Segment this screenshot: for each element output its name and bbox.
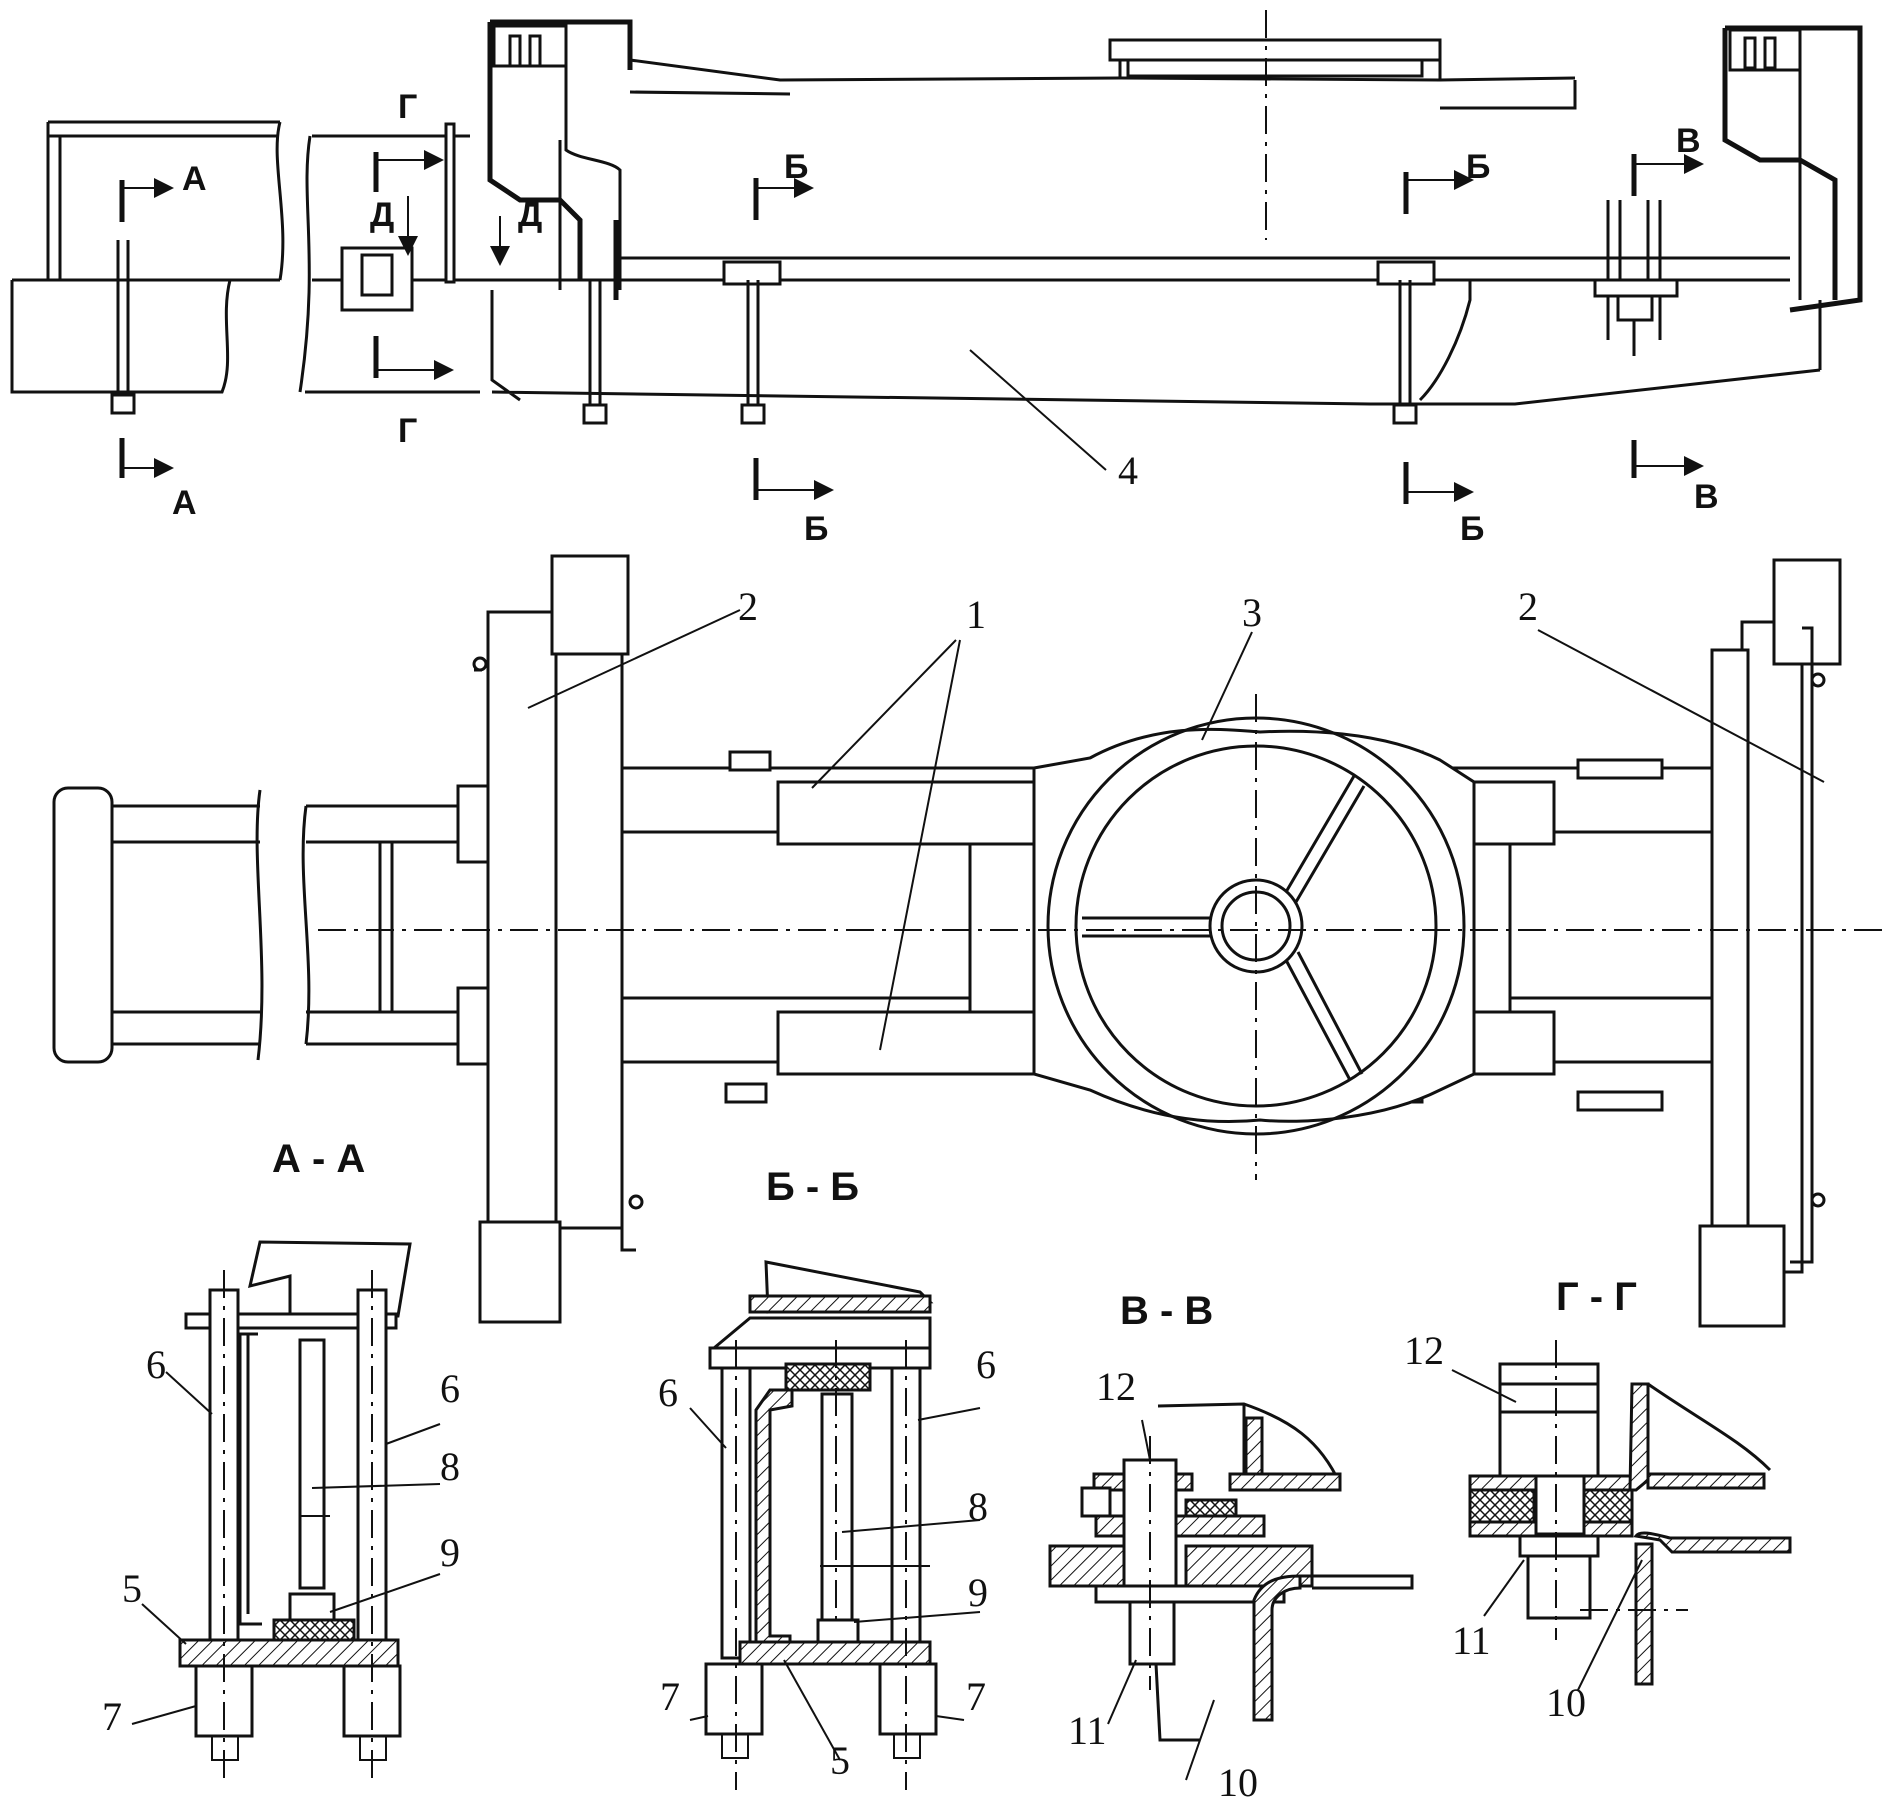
gg-callout-12: 12: [1404, 1328, 1444, 1373]
vv-callout-11: 11: [1068, 1708, 1107, 1753]
aa-callout-9: 9: [440, 1530, 460, 1575]
bb-callout-9: 9: [968, 1570, 988, 1615]
aa-callout-8: 8: [440, 1444, 460, 1489]
section-title-bb: Б - Б: [766, 1165, 859, 1209]
bb-callout-8: 8: [968, 1484, 988, 1529]
section-aa-drawing: [131, 1240, 441, 1780]
aa-callout-7: 7: [102, 1694, 122, 1739]
section-bb-drawing: [689, 1260, 981, 1790]
bolt-a: [110, 240, 136, 415]
bolt-b-right: [1376, 260, 1436, 425]
mark-a-top: А: [182, 160, 207, 198]
bb-callout-7-right: 7: [966, 1674, 986, 1719]
mark-d-left: Д: [370, 196, 394, 234]
gg-callout-10: 10: [1546, 1680, 1586, 1725]
section-title-vv: В - В: [1120, 1289, 1213, 1333]
section-gg-drawing: [1451, 1340, 1792, 1691]
mark-b-bottom-left: Б: [804, 510, 828, 548]
bb-callout-6-left: 6: [658, 1370, 678, 1415]
callout-2-right: 2: [1518, 584, 1538, 629]
mark-v-top: В: [1676, 122, 1701, 160]
mark-g-top: Г: [398, 88, 417, 126]
section-title-gg: Г - Г: [1556, 1275, 1637, 1319]
bb-callout-6-right: 6: [976, 1342, 996, 1387]
bb-callout-7-left: 7: [660, 1674, 680, 1719]
callout-1: 1: [966, 592, 986, 637]
mark-v-bottom: В: [1694, 478, 1719, 516]
plan-view: [52, 554, 1886, 1328]
mark-a-bottom: А: [172, 484, 197, 522]
bolt-left-2: [582, 280, 608, 425]
mark-g-bottom: Г: [398, 412, 417, 450]
bolt-b-left: [722, 260, 782, 425]
aa-callout-6-left: 6: [146, 1342, 166, 1387]
aa-callout-5: 5: [122, 1566, 142, 1611]
mark-b-bottom-right: Б: [1460, 510, 1484, 548]
vv-callout-10: 10: [1218, 1760, 1258, 1805]
mark-b-top-left: Б: [784, 148, 808, 186]
callout-4: 4: [1118, 448, 1138, 493]
vv-callout-12: 12: [1096, 1364, 1136, 1409]
callout-2-left: 2: [738, 584, 758, 629]
bolt-v: [1593, 200, 1679, 356]
section-vv-drawing: [1048, 1402, 1414, 1781]
mark-b-top-right: Б: [1466, 148, 1490, 186]
bb-callout-5: 5: [830, 1738, 850, 1783]
callout-3: 3: [1242, 590, 1262, 635]
aa-callout-6-right: 6: [440, 1366, 460, 1411]
side-view: [10, 10, 1863, 471]
section-markers: [119, 150, 1704, 504]
gg-callout-11: 11: [1452, 1618, 1491, 1663]
section-title-aa: А - А: [272, 1137, 365, 1181]
mark-d-right: Д: [518, 196, 542, 234]
